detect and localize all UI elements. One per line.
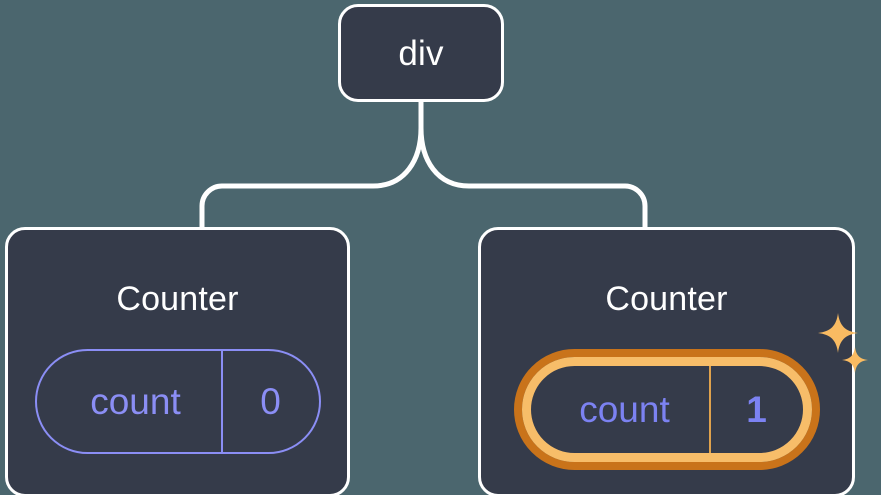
sparkle-group <box>814 313 878 393</box>
state-value-right: 1 <box>708 366 803 453</box>
sparkle-small-icon <box>841 347 868 373</box>
state-pill-wrapper-left: count 0 <box>34 349 321 454</box>
state-key-left: count <box>90 381 181 422</box>
connector-to-right-child <box>418 125 648 233</box>
state-pill-wrapper-right: count 1 <box>513 313 868 470</box>
state-pill-right[interactable]: count 1 <box>521 357 812 462</box>
state-pill-left[interactable]: count 0 <box>34 349 321 454</box>
node-div-label: div <box>398 33 444 73</box>
state-pill-right-highlight-ring[interactable]: count 1 <box>513 349 820 470</box>
state-key-right: count <box>579 389 670 430</box>
node-div[interactable]: div <box>338 4 504 102</box>
node-counter-left-label: Counter <box>116 280 239 318</box>
node-counter-left[interactable]: Counter count 0 <box>5 227 350 495</box>
node-counter-right[interactable]: Counter count 1 <box>478 227 868 495</box>
sparkle-large-icon <box>817 313 858 353</box>
state-value-left: 0 <box>220 351 319 452</box>
node-counter-right-label: Counter <box>605 280 728 318</box>
connector-to-left-child <box>199 125 424 233</box>
